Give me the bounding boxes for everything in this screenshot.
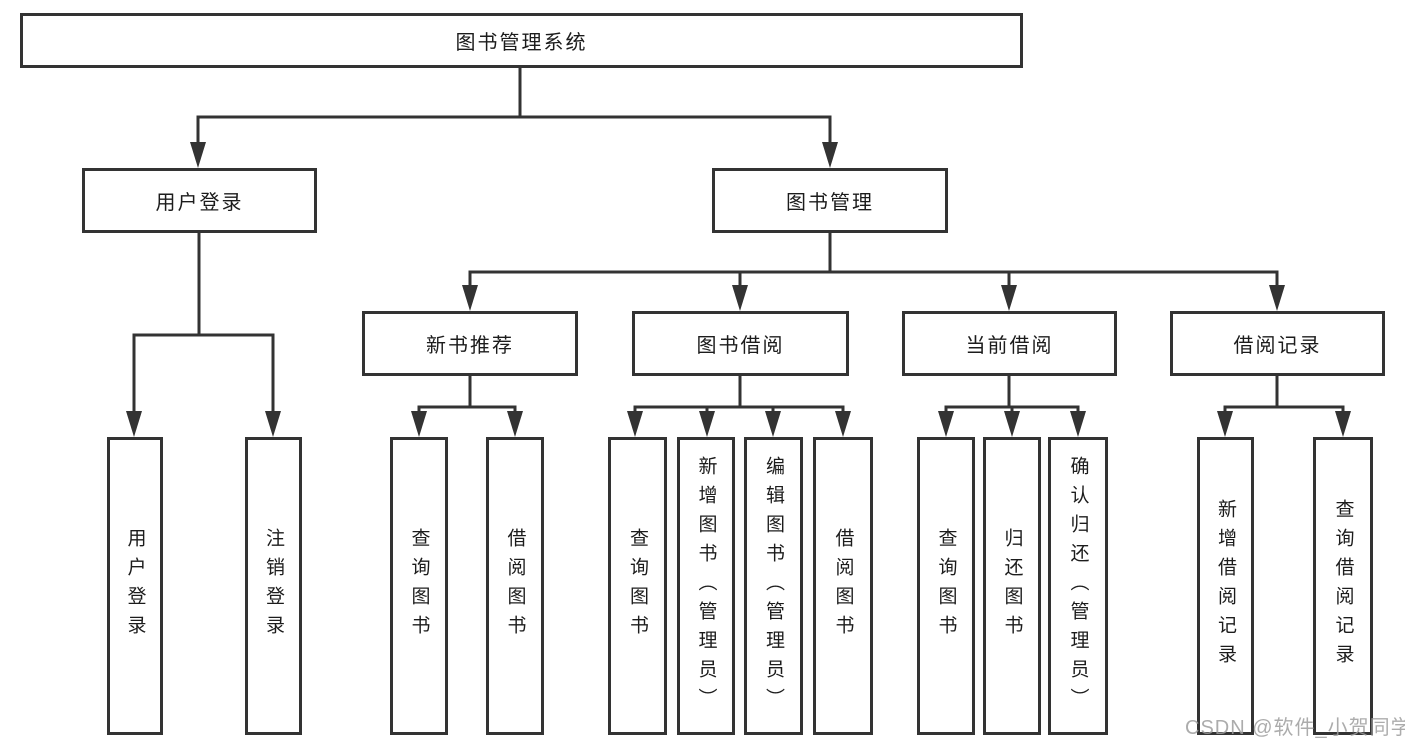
leaf-query-books-current: 查询图书 bbox=[917, 437, 975, 735]
leaf-logout-label: 注销登录 bbox=[263, 528, 284, 644]
leaf-query-borrow-record-label: 查询借阅记录 bbox=[1332, 499, 1354, 673]
leaf-borrow-books-recommend-label: 借阅图书 bbox=[504, 528, 526, 644]
csdn-watermark: CSDN @软件_小贺同学 bbox=[1185, 717, 1405, 739]
node-user-login: 用户登录 bbox=[82, 168, 317, 233]
node-current-borrowing: 当前借阅 bbox=[902, 311, 1117, 376]
leaf-return-books-label: 归还图书 bbox=[1001, 528, 1023, 644]
arrowheads bbox=[126, 142, 1351, 437]
leaf-borrow-books-label: 借阅图书 bbox=[832, 528, 854, 644]
node-new-book-recommend: 新书推荐 bbox=[362, 311, 578, 376]
leaf-edit-books-admin: 编辑图书（管理员） bbox=[744, 437, 803, 735]
leaf-borrow-books-recommend: 借阅图书 bbox=[486, 437, 544, 735]
node-book-borrowing: 图书借阅 bbox=[632, 311, 849, 376]
leaf-query-borrow-record: 查询借阅记录 bbox=[1313, 437, 1373, 735]
leaf-add-borrow-record-label: 新增借阅记录 bbox=[1215, 499, 1236, 673]
leaf-edit-books-admin-label: 编辑图书（管理员） bbox=[763, 455, 784, 717]
leaf-query-books-borrowing: 查询图书 bbox=[608, 437, 667, 735]
leaf-add-books-admin-label: 新增图书（管理员） bbox=[695, 455, 717, 717]
leaf-user-login: 用户登录 bbox=[107, 437, 163, 735]
leaf-query-books-borrowing-label: 查询图书 bbox=[627, 528, 648, 644]
leaf-query-books-recommend: 查询图书 bbox=[390, 437, 448, 735]
node-borrow-records: 借阅记录 bbox=[1170, 311, 1385, 376]
leaf-query-books-recommend-label: 查询图书 bbox=[408, 528, 430, 644]
node-book-management: 图书管理 bbox=[712, 168, 948, 233]
leaf-query-books-current-label: 查询图书 bbox=[935, 528, 957, 644]
node-library-system: 图书管理系统 bbox=[20, 13, 1023, 68]
leaf-user-login-label: 用户登录 bbox=[124, 528, 146, 644]
leaf-return-books: 归还图书 bbox=[983, 437, 1041, 735]
leaf-add-borrow-record: 新增借阅记录 bbox=[1197, 437, 1254, 735]
leaf-confirm-return-admin-label: 确认归还（管理员） bbox=[1067, 455, 1089, 717]
leaf-add-books-admin: 新增图书（管理员） bbox=[677, 437, 735, 735]
leaf-logout: 注销登录 bbox=[245, 437, 302, 735]
leaf-borrow-books: 借阅图书 bbox=[813, 437, 873, 735]
leaf-confirm-return-admin: 确认归还（管理员） bbox=[1048, 437, 1108, 735]
